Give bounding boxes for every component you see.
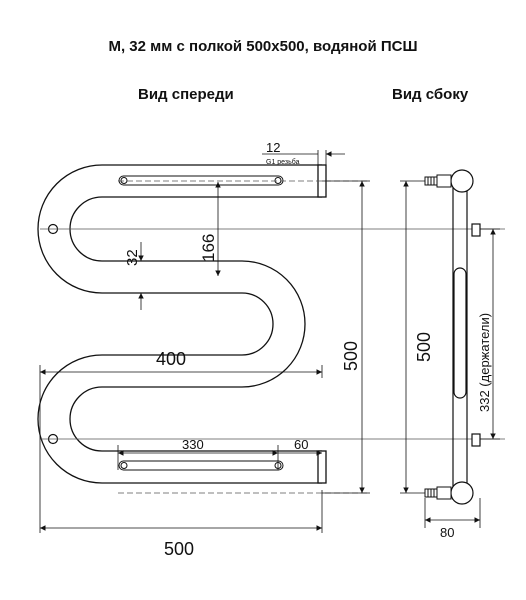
thread-label: G1 резьба [266,158,300,166]
dim-500-front-label: 500 [341,341,361,371]
towel-rail-side [450,169,481,505]
dim-60-label: 60 [294,437,308,452]
dim-330-label: 330 [182,437,204,452]
front-view-label: Вид спереди [138,86,234,103]
side-fittings [424,174,452,500]
dim-500-bottom-label: 500 [164,539,194,559]
page-title: М, 32 мм с полкой 500х500, водяной ПСШ [108,38,418,55]
dim-500-front [322,180,370,494]
dim-400 [39,365,323,533]
dim-32 [130,242,160,310]
side-view-label: Вид сбоку [392,86,469,103]
dim-12 [262,150,345,166]
dim-500-bottom [40,490,323,533]
centerlines [40,180,505,494]
dim-80-label: 80 [440,525,454,540]
dim-500-side [400,180,425,494]
dim-400-label: 400 [156,349,186,369]
dim-80 [424,498,481,528]
dim-332 [480,228,500,440]
air-valves [47,223,59,445]
shelf-slots [118,175,284,471]
dim-12-label: 12 [266,140,280,155]
dim-500-side-label: 500 [414,332,434,362]
towel-rail-front [37,164,327,484]
dim-32-label: 32 [124,249,141,266]
dim-166-label: 166 [199,234,218,262]
dim-332-label: 332 (держатели) [477,313,492,412]
dim-330-60 [117,445,322,470]
